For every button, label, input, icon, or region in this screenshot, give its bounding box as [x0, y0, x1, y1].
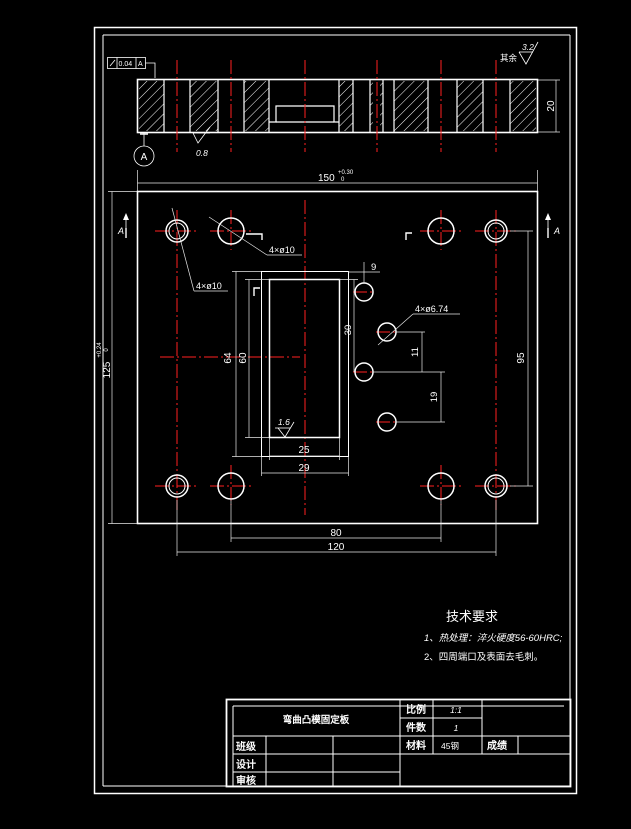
dim-95: 95: [516, 352, 527, 364]
tech-item-2: 2、四周端口及表面去毛刺。: [424, 651, 543, 663]
dim-9: 9: [371, 262, 376, 273]
holes-inner: [168, 222, 505, 495]
quantity-label: 件数: [406, 721, 427, 734]
section-centerlines: [176, 60, 497, 152]
height-tol-upper: +0.24: [97, 342, 103, 358]
dim-30: 30: [343, 325, 354, 336]
width-dimension: 150 +0.30 0: [137, 170, 538, 191]
corner-marks: [246, 232, 412, 296]
flatness-frame: 0.04 A: [107, 57, 156, 78]
section-view: 0.04 A A 0.8 3.2 其余: [107, 41, 560, 167]
punch-slot: [261, 271, 349, 457]
hole-leaders: [171, 207, 302, 292]
flatness-value: 0.04: [119, 61, 133, 68]
dim-120: 120: [328, 542, 345, 553]
dim-80-120-lines: [176, 500, 497, 556]
tech-title: 技术要求: [446, 609, 498, 624]
width-tol-upper: +0.30: [338, 170, 354, 176]
dim-9-lines: [348, 262, 380, 283]
title-block: [225, 698, 572, 788]
dim-11: 11: [410, 347, 421, 357]
tech-item-1: 1、热处理：淬火硬度56-60HRC;: [424, 632, 563, 644]
section-mark-right-label: A: [553, 226, 560, 236]
review-label: 审核: [236, 774, 256, 787]
width-tol-lower: 0: [341, 177, 345, 183]
section-mark-left: A: [117, 213, 129, 238]
small-hole-callout: 4×ø6.74: [415, 304, 448, 314]
datum-symbol: A: [133, 133, 155, 167]
height-dimension: 125 +0.24 0: [97, 191, 137, 524]
dim-30-lines: [339, 279, 358, 372]
holes-10: [165, 217, 508, 500]
dim-11-19-lines: [373, 331, 445, 423]
dim-29: 29: [298, 463, 310, 474]
scale-value: 1:1: [450, 705, 462, 715]
roughness-general-prefix: 其余: [500, 53, 518, 63]
material-value: 45钢: [441, 741, 459, 751]
width-value: 150: [318, 173, 335, 184]
hole-callout-2: 4×ø10: [196, 281, 222, 291]
datum-label: A: [141, 152, 148, 163]
plan-view: 150 +0.30 0 125 +0.24 0 A A: [97, 170, 560, 556]
outer-border: [93, 26, 578, 795]
scale-label: 比例: [406, 703, 426, 716]
grade-label: 成绩: [487, 739, 507, 752]
dim-95-lines: [510, 230, 533, 487]
quantity-value: 1: [454, 723, 459, 733]
roughness-slot-value: 1.6: [278, 417, 290, 427]
tech-requirements: 技术要求 1、热处理：淬火硬度56-60HRC; 2、四周端口及表面去毛刺。: [424, 609, 563, 663]
section-outline: [136, 78, 539, 134]
thickness-dimension: 20: [538, 79, 560, 133]
design-label: 设计: [236, 758, 256, 771]
section-mark-left-label: A: [117, 226, 124, 236]
holes-674: [354, 282, 397, 432]
hole-callout-1: 4×ø10: [269, 245, 295, 255]
drawn-label: 班级: [236, 740, 257, 753]
thickness-value: 20: [546, 100, 557, 112]
height-tol-lower: 0: [104, 348, 110, 352]
dim-25: 25: [298, 445, 310, 456]
small-hole-leader: [377, 313, 460, 346]
flatness-datum: A: [138, 61, 143, 68]
plate-outline: [136, 190, 539, 525]
slot-height-dims: [232, 271, 269, 457]
dim-60: 60: [238, 352, 249, 364]
dim-80: 80: [330, 528, 342, 539]
height-value: 125: [102, 361, 113, 378]
material-label: 材料: [406, 739, 426, 752]
inner-border: [95, 28, 577, 794]
plan-centerlines: [155, 200, 518, 515]
section-hatch: [139, 81, 536, 131]
dim-19: 19: [429, 392, 440, 403]
roughness-bottom-value: 0.8: [196, 148, 208, 158]
slot-width-dims: [261, 438, 349, 476]
dim-64: 64: [223, 352, 234, 364]
part-name: 弯曲凸模固定板: [283, 714, 350, 726]
section-mark-right: A: [545, 213, 560, 238]
roughness-bottom: 0.8: [192, 126, 211, 158]
section-edges: [163, 80, 511, 132]
roughness-general: 3.2 其余: [500, 41, 539, 65]
roughness-slot: 1.6: [275, 417, 295, 438]
roughness-general-value: 3.2: [522, 42, 534, 52]
